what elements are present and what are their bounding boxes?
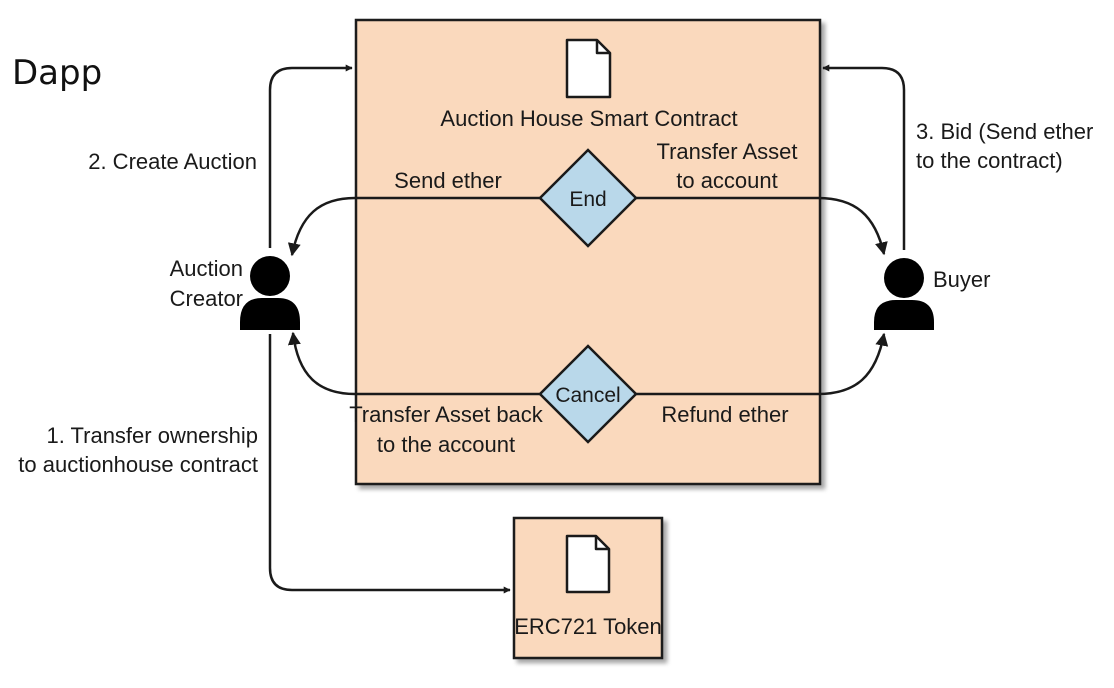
buyer-person-icon [874, 258, 934, 330]
token-label: ERC721 Token [514, 614, 662, 639]
edge-transfer-ownership [268, 334, 511, 594]
transfer-asset-label-line2: to account [676, 168, 778, 193]
diagram-title: Dapp [12, 53, 102, 93]
creator-label-line2: Creator [170, 286, 243, 311]
end-decision-diamond [538, 148, 638, 248]
cancel-decision-diamond [538, 344, 638, 444]
cancel-decision-label: Cancel [555, 384, 620, 407]
transfer-ownership-label-line1: 1. Transfer ownership [46, 423, 258, 448]
bid-label-line2: to the contract) [916, 148, 1063, 173]
contract-label: Auction House Smart Contract [440, 106, 737, 131]
edge-refund-ether [636, 332, 889, 396]
transfer-asset-label-line1: Transfer Asset [656, 139, 797, 164]
transfer-back-label-line1: Transfer Asset back [349, 402, 544, 427]
edge-create-auction [268, 64, 353, 248]
create-auction-label: 2. Create Auction [88, 149, 257, 174]
edge-transfer-back [287, 331, 540, 396]
transfer-back-label-line2: to the account [377, 432, 515, 457]
token-document-icon [565, 534, 611, 594]
edge-bid [822, 64, 906, 250]
auction-creator-person-icon [240, 256, 300, 330]
edge-send-ether [287, 196, 540, 257]
creator-label-line1: Auction [170, 256, 243, 281]
refund-ether-label: Refund ether [661, 402, 788, 427]
end-decision-label: End [569, 188, 606, 211]
buyer-label: Buyer [933, 267, 990, 292]
edge-transfer-asset [636, 196, 888, 256]
bid-label-line1: 3. Bid (Send ether [916, 119, 1093, 144]
transfer-ownership-label-line2: to auctionhouse contract [18, 452, 258, 477]
send-ether-label: Send ether [394, 168, 502, 193]
contract-document-icon [565, 38, 612, 99]
